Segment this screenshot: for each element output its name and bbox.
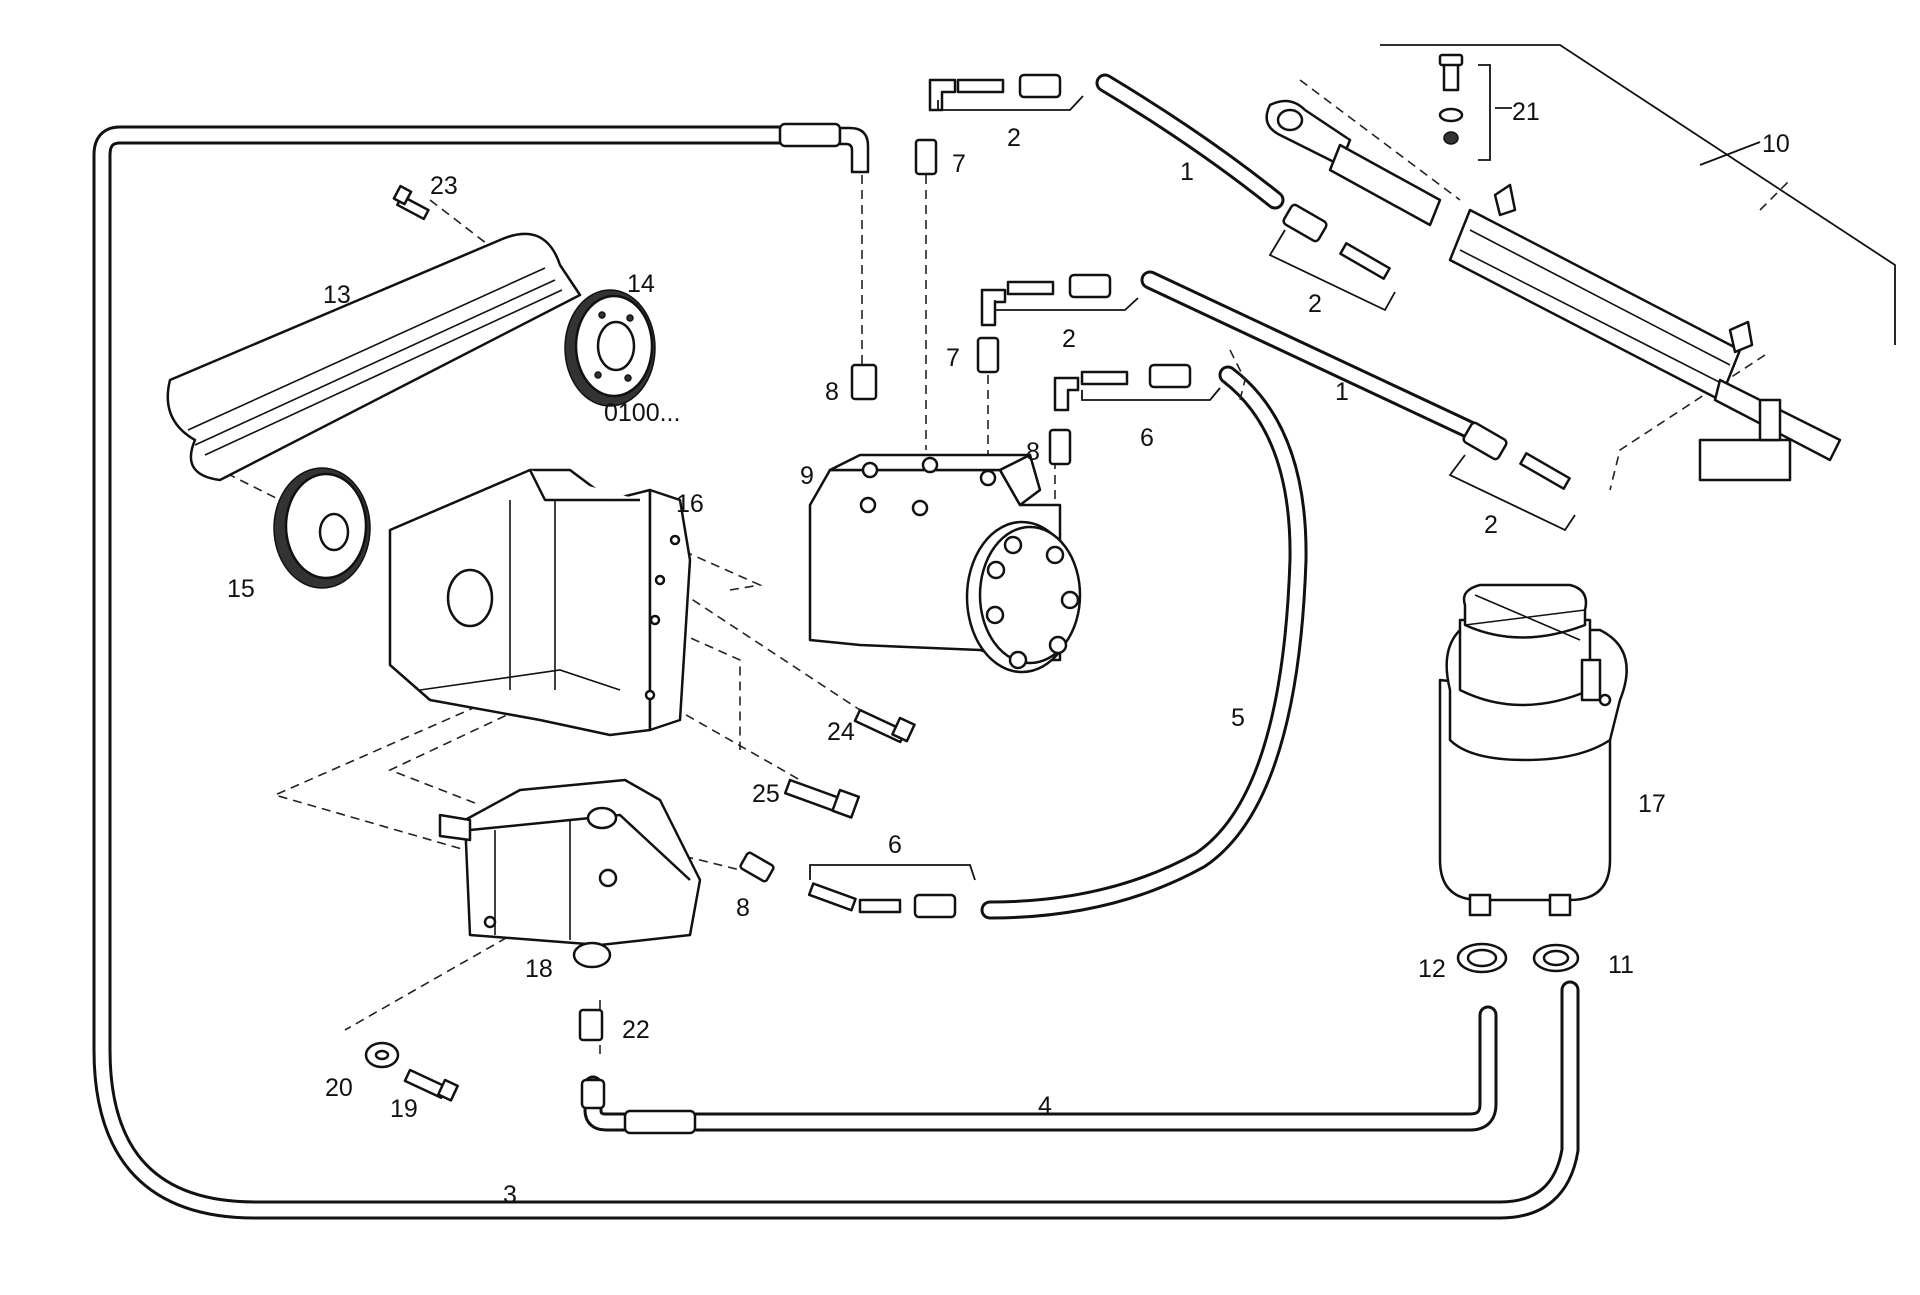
pump-18	[438, 778, 702, 969]
callout-8: 8	[736, 894, 750, 922]
callout-12: 12	[1418, 955, 1446, 983]
callout-2: 2	[1062, 325, 1076, 353]
adapters-7-8	[578, 138, 1072, 1042]
callout-1: 1	[1335, 378, 1349, 406]
callout-24: 24	[827, 718, 855, 746]
hose-4	[580, 1005, 1498, 1135]
callout-25: 25	[752, 780, 780, 808]
cylinder-10	[1265, 99, 1842, 482]
callout-7: 7	[952, 150, 966, 178]
leader-lines	[809, 44, 1896, 881]
pulley-15	[273, 467, 371, 589]
callout-10: 10	[1762, 130, 1790, 158]
clamp-12	[1456, 942, 1508, 974]
hose-1-upper	[1095, 73, 1285, 210]
hose-3	[92, 125, 1580, 1220]
pulley-14	[564, 289, 656, 407]
hose-1-lower	[1140, 270, 1480, 440]
callout-16: 16	[676, 490, 704, 518]
callout-2: 2	[1007, 124, 1021, 152]
hose-3-fitting	[778, 122, 870, 174]
washer-20	[364, 1041, 400, 1069]
callout-2: 2	[1308, 290, 1322, 318]
callout-23: 23	[430, 172, 458, 200]
callout-14: 14	[627, 270, 655, 298]
hose-5	[980, 365, 1308, 920]
callout-22: 22	[622, 1016, 650, 1044]
callout-9: 9	[800, 462, 814, 490]
steering-unit-9	[808, 453, 1082, 674]
callout-11: 11	[1608, 951, 1634, 979]
callout-5: 5	[1231, 704, 1245, 732]
callout-6: 6	[1140, 424, 1154, 452]
callout-3: 3	[503, 1181, 517, 1209]
reservoir-17	[1438, 583, 1628, 917]
callout-4: 4	[1038, 1092, 1052, 1120]
callout-21: 21	[1512, 98, 1540, 126]
variant-note-label: 0100...	[604, 399, 680, 427]
belt-13	[166, 232, 582, 482]
callout-2: 2	[1484, 511, 1498, 539]
callout-19: 19	[390, 1095, 418, 1123]
callout-13: 13	[323, 281, 351, 309]
fitting-21	[1438, 53, 1464, 145]
callout-labels: 1 1 2 2 2 2 3 4 5 6 6 7 7 8 8 8 9 10 11 …	[227, 98, 1790, 1209]
callout-8: 8	[825, 378, 839, 406]
clamp-11	[1532, 943, 1580, 973]
callout-20: 20	[325, 1074, 353, 1102]
callout-8: 8	[1026, 438, 1040, 466]
callout-18: 18	[525, 955, 553, 983]
callout-1: 1	[1180, 158, 1194, 186]
bolt-23	[392, 184, 430, 221]
callout-15: 15	[227, 575, 255, 603]
hose-end-fittings-2	[928, 73, 1571, 490]
callout-6: 6	[888, 831, 902, 859]
hose-end-fittings-6	[807, 363, 1192, 919]
callout-17: 17	[1638, 790, 1666, 818]
bracket-16	[388, 468, 692, 737]
bolts-19-24-25	[403, 708, 916, 1102]
callout-7: 7	[946, 344, 960, 372]
